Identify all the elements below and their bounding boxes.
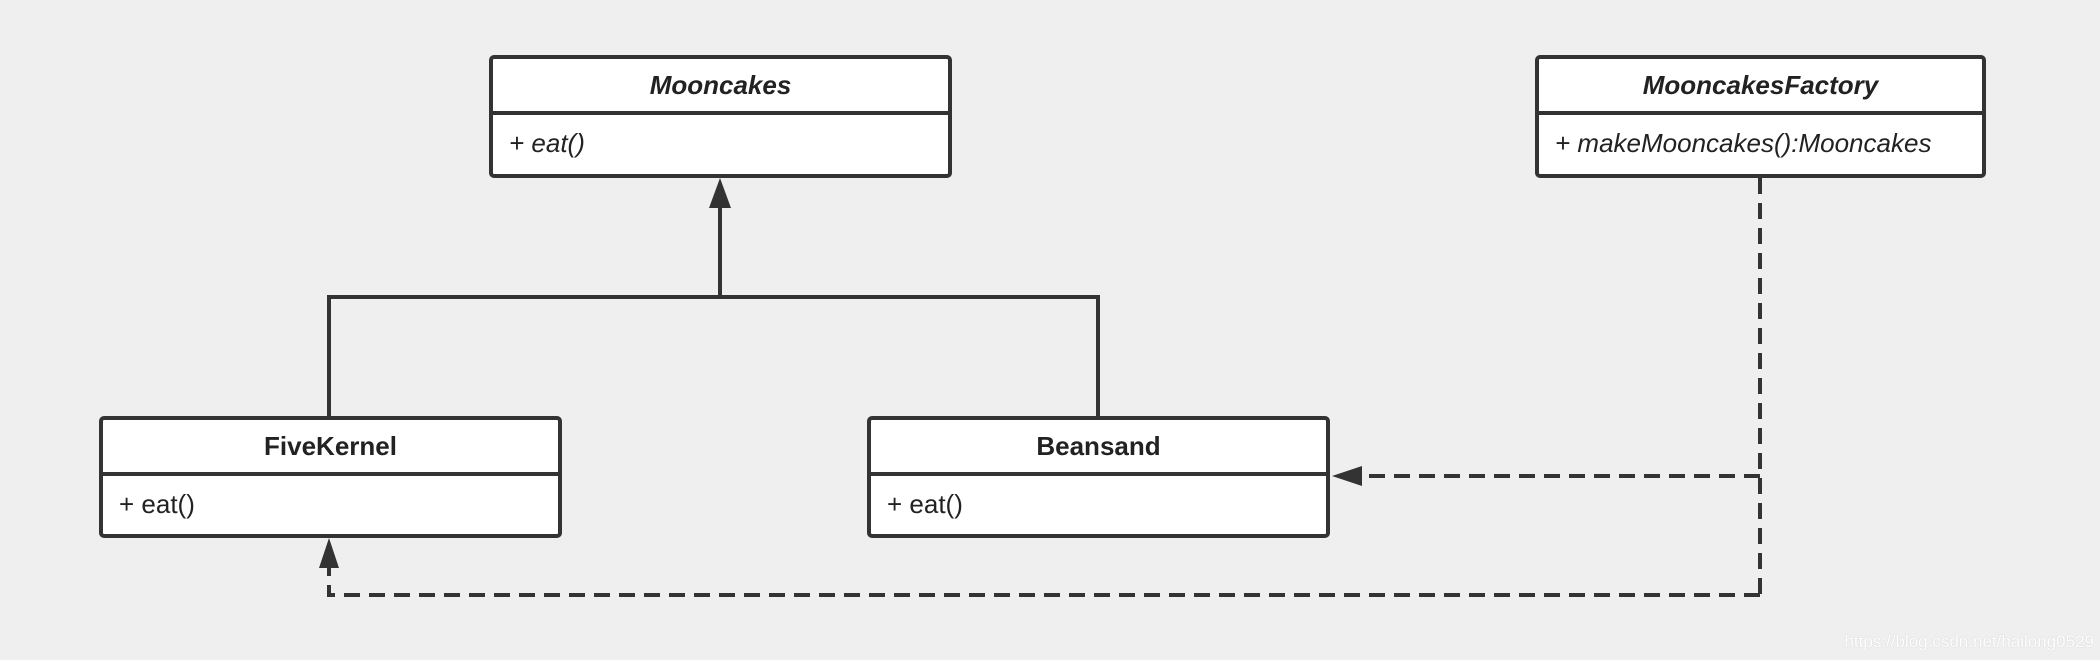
class-mooncakes-factory: MooncakesFactory + makeMooncakes():Moonc… [1535, 55, 1986, 178]
class-fivekernel-name: FiveKernel [103, 420, 558, 476]
inheritance-connector [327, 208, 1100, 416]
dependency-line-fivekernel [327, 568, 1760, 597]
class-beansand: Beansand + eat() [867, 416, 1330, 538]
class-beansand-name: Beansand [871, 420, 1326, 476]
dependency-arrowhead-fivekernel [319, 538, 339, 568]
class-fivekernel: FiveKernel + eat() [99, 416, 562, 538]
watermark-url: https://blog.csdn.net/hailong0529 [1844, 632, 2094, 651]
dependency-connector [327, 178, 1762, 597]
class-mooncakes-factory-name: MooncakesFactory [1539, 59, 1982, 115]
inheritance-line-fivekernel [327, 295, 720, 416]
class-fivekernel-method: + eat() [119, 488, 195, 519]
inheritance-arrowhead [709, 178, 731, 208]
class-mooncakes-factory-method: + makeMooncakes():Mooncakes [1555, 127, 1932, 158]
inheritance-line-beansand [720, 295, 1100, 416]
class-beansand-method: + eat() [887, 488, 963, 519]
dependency-arrowhead-beansand [1332, 466, 1362, 486]
class-mooncakes: Mooncakes + eat() [489, 55, 952, 178]
class-mooncakes-name: Mooncakes [493, 59, 948, 115]
class-mooncakes-method: + eat() [509, 127, 585, 158]
